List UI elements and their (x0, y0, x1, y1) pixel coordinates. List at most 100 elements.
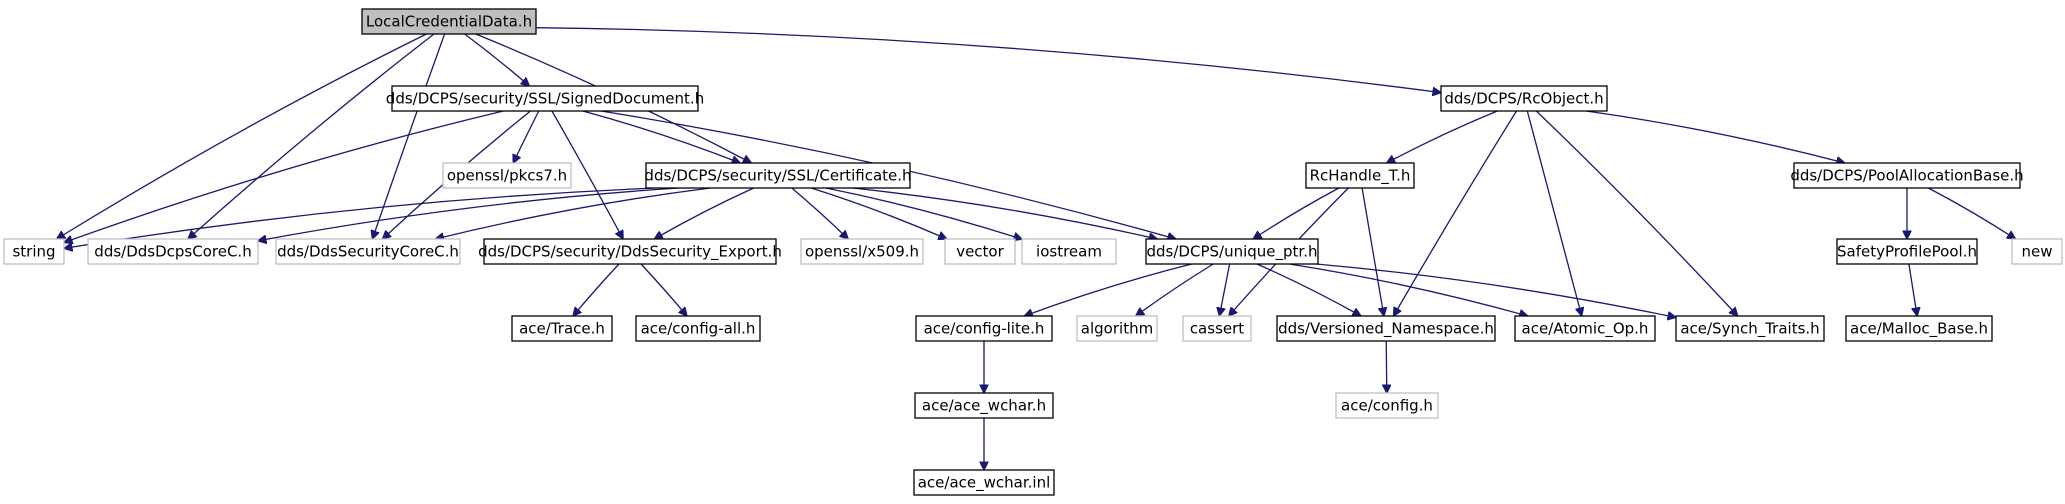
edge-rcobject-to-poolalloc (1586, 110, 1845, 163)
node-root[interactable]: LocalCredentialData.h (361, 8, 537, 35)
node-box-synch (1675, 315, 1825, 342)
node-label-seccore: dds/DdsSecurityCoreC.h (277, 243, 459, 261)
node-box-algorithm (1076, 315, 1158, 342)
node-signed[interactable]: dds/DCPS/security/SSL/SignedDocument.h (386, 85, 704, 112)
edge-rcobject-to-versioned (1394, 110, 1518, 316)
node-label-dcpscore: dds/DdsDcpsCoreC.h (94, 243, 251, 261)
node-safetypool[interactable]: SafetyProfilePool.h (1836, 238, 1978, 265)
node-rchandle[interactable]: RcHandle_T.h (1305, 162, 1415, 189)
node-configlite[interactable]: ace/config-lite.h (915, 315, 1053, 342)
node-box-cert (645, 162, 911, 189)
node-synch[interactable]: ace/Synch_Traits.h (1675, 315, 1825, 342)
edge-signed-to-pkcs7 (513, 110, 540, 163)
edge-cert-to-secexport (654, 187, 754, 239)
node-versioned[interactable]: dds/Versioned_Namespace.h (1276, 315, 1496, 342)
node-box-poolalloc (1793, 162, 2021, 189)
node-label-signed: dds/DCPS/security/SSL/SignedDocument.h (386, 90, 704, 108)
edge-rcobject-to-synch (1535, 110, 1737, 316)
node-label-algorithm: algorithm (1081, 320, 1153, 338)
node-configh: ace/config.h (1335, 392, 1439, 419)
edge-uniqueptr-to-algorithm (1136, 263, 1214, 316)
edges-layer (57, 27, 2016, 470)
node-label-string: string (12, 243, 55, 261)
node-box-dcpscore (87, 238, 259, 265)
node-box-configlite (915, 315, 1053, 342)
node-label-rcobject: dds/DCPS/RcObject.h (1444, 90, 1603, 108)
node-secexport[interactable]: dds/DCPS/security/DdsSecurity_Export.h (478, 238, 782, 265)
node-box-configh (1335, 392, 1439, 419)
edge-uniqueptr-to-versioned (1256, 263, 1361, 316)
node-label-pkcs7: openssl/pkcs7.h (447, 167, 567, 185)
edge-rchandle-to-versioned (1361, 187, 1384, 316)
node-label-versioned: dds/Versioned_Namespace.h (1278, 320, 1494, 339)
node-box-x509 (800, 238, 924, 265)
edge-root-to-rcobject (535, 27, 1441, 93)
node-box-trace (511, 315, 613, 342)
node-seccore: dds/DdsSecurityCoreC.h (275, 238, 461, 265)
node-malloc[interactable]: ace/Malloc_Base.h (1845, 315, 1993, 342)
node-poolalloc[interactable]: dds/DCPS/PoolAllocationBase.h (1790, 162, 2024, 189)
node-rcobject[interactable]: dds/DCPS/RcObject.h (1440, 85, 1608, 112)
edge-poolalloc-to-new (1928, 187, 2015, 239)
node-box-pkcs7 (442, 162, 572, 189)
node-box-cassert (1182, 315, 1252, 342)
edge-root-to-dcpscore (188, 33, 435, 239)
node-dcpscore: dds/DdsDcpsCoreC.h (87, 238, 259, 265)
node-cert[interactable]: dds/DCPS/security/SSL/Certificate.h (644, 162, 912, 189)
edge-cert-to-uniqueptr (852, 187, 1158, 239)
node-wcharh[interactable]: ace/ace_wchar.h (914, 392, 1054, 419)
node-label-poolalloc: dds/DCPS/PoolAllocationBase.h (1790, 167, 2023, 185)
node-box-root (361, 8, 537, 35)
node-box-configall (635, 315, 761, 342)
node-box-seccore (275, 238, 461, 265)
node-label-wcharinl: ace/ace_wchar.inl (918, 474, 1051, 493)
edge-uniqueptr-to-configlite (1024, 263, 1192, 316)
node-label-new: new (2021, 243, 2052, 261)
node-label-rchandle: RcHandle_T.h (1310, 167, 1411, 186)
node-label-root: LocalCredentialData.h (366, 13, 532, 31)
edge-cert-to-x509 (791, 187, 848, 239)
node-box-versioned (1276, 315, 1496, 342)
edge-cert-to-string (64, 187, 656, 248)
node-box-vector (944, 238, 1016, 265)
node-label-secexport: dds/DCPS/security/DdsSecurity_Export.h (478, 243, 782, 262)
node-string: string (3, 238, 65, 265)
node-pkcs7: openssl/pkcs7.h (442, 162, 572, 189)
node-box-rcobject (1440, 85, 1608, 112)
edge-cert-to-seccore (435, 187, 711, 239)
node-label-configh: ace/config.h (1341, 397, 1433, 415)
node-label-wcharh: ace/ace_wchar.h (922, 397, 1046, 416)
node-label-malloc: ace/Malloc_Base.h (1850, 320, 1988, 339)
edge-secexport-to-trace (573, 263, 620, 316)
node-box-wcharh (914, 392, 1054, 419)
edge-rcobject-to-atomic (1526, 110, 1581, 316)
edge-rchandle-to-uniqueptr (1253, 187, 1340, 239)
edge-uniqueptr-to-cassert (1219, 263, 1231, 316)
node-algorithm: algorithm (1076, 315, 1158, 342)
node-box-signed (391, 85, 699, 112)
node-box-new (2011, 238, 2063, 265)
edge-secexport-to-configall (640, 263, 687, 316)
node-label-cert: dds/DCPS/security/SSL/Certificate.h (644, 167, 911, 185)
node-box-wcharinl (913, 469, 1055, 496)
edge-root-to-signed (464, 33, 530, 86)
node-box-uniqueptr (1145, 238, 1319, 265)
node-wcharinl[interactable]: ace/ace_wchar.inl (913, 469, 1055, 496)
node-label-atomic: ace/Atomic_Op.h (1522, 320, 1649, 339)
node-atomic[interactable]: ace/Atomic_Op.h (1514, 315, 1656, 342)
edge-signed-to-secexport (551, 110, 623, 239)
node-trace[interactable]: ace/Trace.h (511, 315, 613, 342)
node-box-atomic (1514, 315, 1656, 342)
node-label-configall: ace/config-all.h (641, 320, 756, 338)
node-configall[interactable]: ace/config-all.h (635, 315, 761, 342)
edge-root-to-string (57, 33, 427, 239)
edge-uniqueptr-to-synch (1316, 263, 1676, 318)
node-label-uniqueptr: dds/DCPS/unique_ptr.h (1147, 243, 1318, 262)
edge-versioned-to-configh (1386, 340, 1387, 393)
edge-cert-to-vector (811, 187, 947, 239)
node-vector: vector (944, 238, 1016, 265)
edge-cert-to-dcpscore (258, 187, 679, 241)
edge-rcobject-to-rchandle (1387, 110, 1498, 163)
node-label-vector: vector (956, 243, 1004, 261)
node-uniqueptr[interactable]: dds/DCPS/unique_ptr.h (1145, 238, 1319, 265)
